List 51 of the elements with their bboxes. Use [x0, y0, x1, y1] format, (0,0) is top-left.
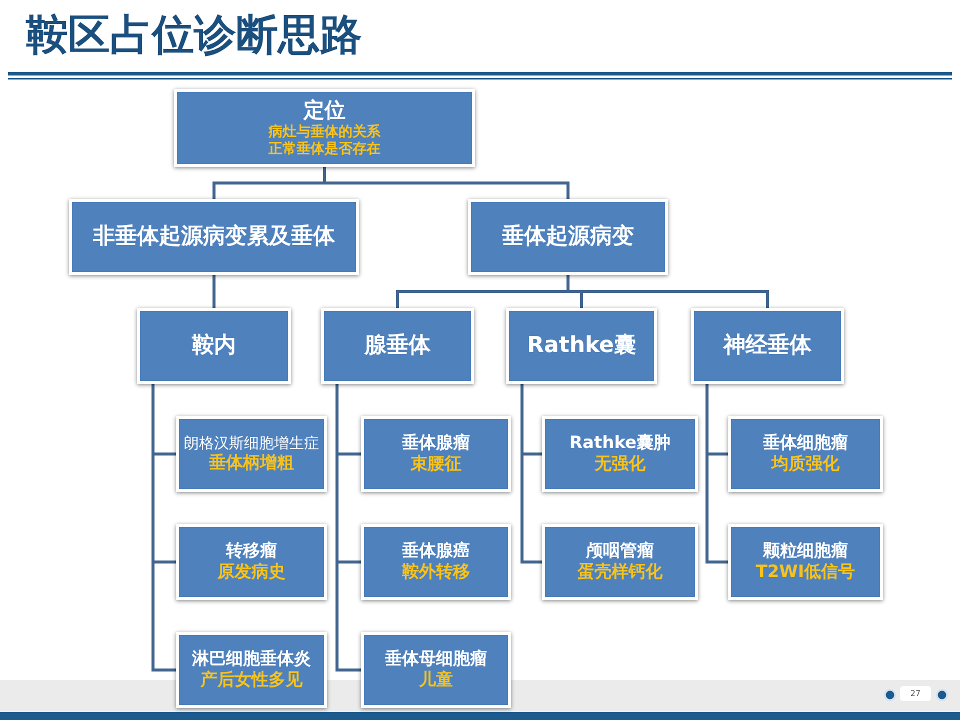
category-box	[137, 308, 291, 384]
connector-line	[336, 384, 361, 672]
category-box	[542, 416, 698, 492]
node-title: 垂体细胞瘤	[763, 432, 848, 454]
node-title: 颅咽管瘤	[586, 540, 654, 562]
connector-line	[212, 275, 216, 308]
category-box	[361, 632, 511, 708]
category-box	[69, 199, 359, 275]
node-note: 儿童	[419, 670, 453, 692]
category-box	[361, 524, 511, 600]
node-note: 垂体柄增粗	[209, 452, 294, 474]
node-title: 非垂体起源病变累及垂体	[93, 223, 335, 251]
node-note: 产后女性多见	[200, 670, 302, 692]
category-box	[321, 308, 474, 384]
node-note: 病灶与垂体的关系	[268, 124, 380, 141]
category-box	[174, 89, 475, 167]
category-box	[176, 416, 327, 492]
node-note: 均质强化	[772, 454, 840, 476]
category-box	[542, 524, 698, 600]
category-box	[506, 308, 657, 384]
node-title: 淋巴细胞垂体炎	[192, 648, 311, 670]
node-title: 垂体起源病变	[502, 223, 634, 251]
category-box	[728, 416, 883, 492]
slide-title: 鞍区占位诊断思路	[26, 10, 362, 60]
node-title: 朗格汉斯细胞增生症	[184, 434, 319, 453]
node-title: 垂体腺癌	[402, 540, 470, 562]
category-box	[468, 199, 668, 275]
node-note: 原发病史	[218, 562, 286, 584]
node-note: 正常垂体是否存在	[268, 141, 380, 159]
node-title: 腺垂体	[364, 332, 430, 360]
node-title: 垂体腺瘤	[402, 432, 470, 454]
node-note: 无强化	[594, 454, 646, 476]
node-note: 鞍外转移	[402, 562, 470, 584]
page-number: 27	[900, 686, 931, 701]
node-note: T2WI低信号	[756, 562, 856, 584]
node-title: 定位	[304, 97, 346, 124]
node-title: Rathke囊肿	[569, 432, 671, 454]
category-box	[361, 416, 511, 492]
node-note: 束腰征	[410, 454, 462, 476]
node-title: 鞍内	[192, 332, 236, 360]
node-title: Rathke囊	[527, 332, 636, 360]
category-box	[691, 308, 844, 384]
category-box	[728, 524, 883, 600]
category-box	[176, 632, 327, 708]
node-note: 蛋壳样钙化	[578, 562, 662, 584]
node-title: 颗粒细胞瘤	[763, 540, 848, 562]
node-title: 垂体母细胞瘤	[385, 648, 487, 670]
category-box	[176, 524, 327, 600]
node-title: 神经垂体	[724, 332, 812, 360]
node-title: 转移瘤	[226, 540, 277, 562]
connector-line	[152, 384, 176, 672]
